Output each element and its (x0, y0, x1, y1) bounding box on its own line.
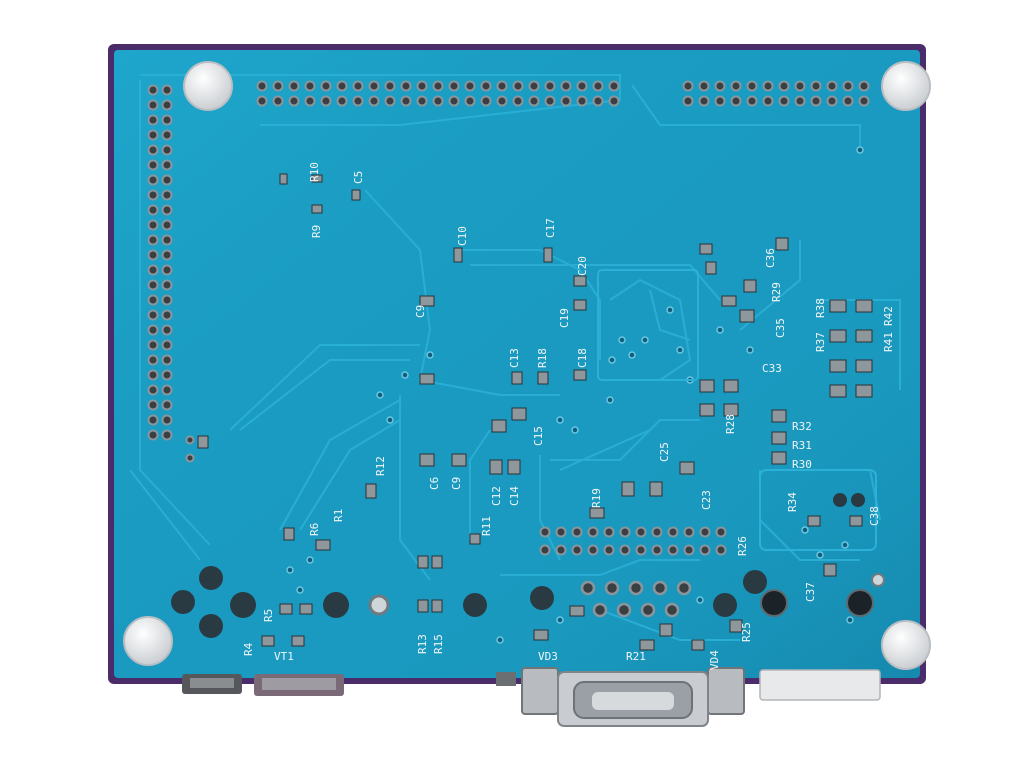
label-r4: R4 (242, 642, 255, 656)
label-r11: R11 (480, 516, 493, 536)
label-c9-top: C9 (414, 305, 427, 318)
label-r29: R29 (770, 282, 783, 302)
label-c37: C37 (804, 582, 817, 602)
label-c9: C9 (450, 477, 463, 490)
label-c35: C35 (774, 318, 787, 338)
label-r10: R10 (308, 162, 321, 182)
standoffs (123, 61, 931, 670)
label-r5: R5 (262, 609, 275, 622)
smd-components (197, 173, 873, 651)
label-c33: C33 (762, 362, 782, 375)
label-r26: R26 (736, 536, 749, 556)
label-r42: R42 (882, 306, 895, 326)
label-r19: R19 (590, 488, 603, 508)
silkscreen-labels: R10 C5 R9 C10 C17 C20 C9 C19 C13 R18 C18… (242, 162, 895, 670)
label-c15: C15 (532, 426, 545, 446)
label-c5: C5 (352, 171, 365, 184)
label-c18: C18 (576, 348, 589, 368)
label-c19: C19 (558, 308, 571, 328)
vias (286, 146, 864, 644)
label-r15: R15 (432, 634, 445, 654)
copper-traces (129, 74, 901, 641)
label-r12: R12 (374, 456, 387, 476)
label-c38: C38 (868, 506, 881, 526)
label-r31: R31 (792, 439, 812, 452)
label-r1: R1 (332, 509, 345, 522)
label-vd3: VD3 (538, 650, 558, 663)
label-vd4: VD4 (708, 650, 721, 670)
db9-pins (580, 580, 692, 618)
label-c14: C14 (508, 486, 521, 506)
label-c17: C17 (544, 218, 557, 238)
label-r6: R6 (308, 523, 321, 536)
label-c20: C20 (576, 256, 589, 276)
label-r32: R32 (792, 420, 812, 433)
through-hole-pads (171, 493, 885, 638)
bottom-pin-header (539, 526, 727, 556)
label-r30: R30 (792, 458, 812, 471)
label-vt1: VT1 (274, 650, 294, 663)
label-r25: R25 (740, 622, 753, 642)
label-r9: R9 (310, 225, 323, 238)
top-pin-header (256, 80, 870, 107)
ic-footprints (597, 269, 877, 551)
label-c10: C10 (456, 226, 469, 246)
label-r41: R41 (882, 332, 895, 352)
label-r28: R28 (724, 414, 737, 434)
label-r18: R18 (536, 348, 549, 368)
label-c23: C23 (700, 490, 713, 510)
label-c25: C25 (658, 442, 671, 462)
label-c36: C36 (764, 248, 777, 268)
label-r38: R38 (814, 298, 827, 318)
label-r34: R34 (786, 492, 799, 512)
label-r21: R21 (626, 650, 646, 663)
left-pin-header (147, 84, 195, 463)
label-c6: C6 (428, 477, 441, 490)
bottom-connectors (182, 667, 881, 727)
label-c12: C12 (490, 486, 503, 506)
label-r37: R37 (814, 332, 827, 352)
label-r13: R13 (416, 634, 429, 654)
label-c13: C13 (508, 348, 521, 368)
